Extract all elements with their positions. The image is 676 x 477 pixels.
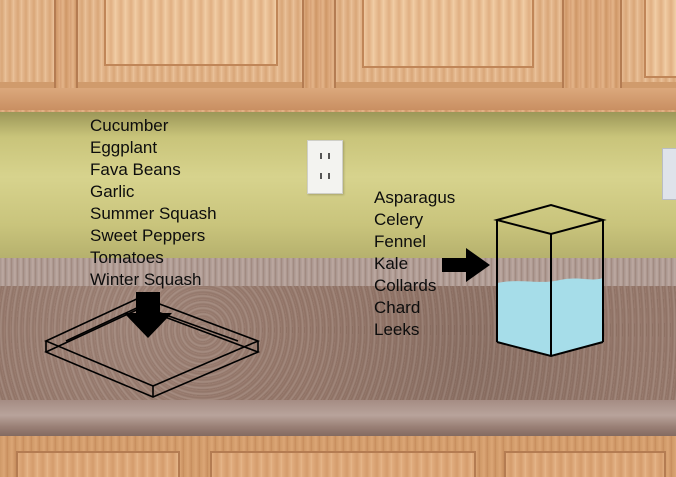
upper-cabinets [0, 0, 676, 112]
vegetable-label: Eggplant [90, 138, 158, 157]
cabinet-door [76, 0, 304, 92]
door-panel [362, 0, 534, 68]
tray-vegetable-list: Cucumber Eggplant Fava Beans Garlic Summ… [90, 115, 217, 291]
vegetable-label: Chard [374, 298, 421, 317]
lower-cabinet-door [504, 451, 666, 477]
vegetable-label: Kale [374, 254, 409, 273]
door-panel [104, 0, 278, 66]
cabinet-rail [0, 88, 676, 110]
vegetable-label: Tomatoes [90, 248, 164, 267]
vegetable-label: Sweet Peppers [90, 226, 206, 245]
lower-cabinet-door [210, 451, 476, 477]
vegetable-label: Garlic [90, 182, 135, 201]
vegetable-label: Fava Beans [90, 160, 181, 179]
vegetable-label: Cucumber [90, 116, 169, 135]
vegetable-label: Leeks [374, 320, 420, 339]
door-panel [644, 0, 676, 78]
arrow-down-icon [124, 292, 172, 338]
socket-icon [318, 151, 332, 163]
container-icon [493, 203, 607, 358]
wall-outlet-icon [307, 140, 343, 194]
vegetable-label: Fennel [374, 232, 426, 251]
lower-cabinet-door [16, 451, 180, 477]
socket-icon [318, 171, 332, 183]
vegetable-label: Celery [374, 210, 424, 229]
cabinet-door [0, 0, 56, 92]
vegetable-label: Summer Squash [90, 204, 217, 223]
light-switch-plate [662, 148, 676, 200]
countertop-edge [0, 400, 676, 438]
vegetable-label: Collards [374, 276, 437, 295]
cabinet-door [334, 0, 564, 92]
vegetable-label: Asparagus [374, 188, 456, 207]
vegetable-label: Winter Squash [90, 270, 202, 289]
arrow-right-icon [442, 248, 490, 282]
water-vegetable-list: Asparagus Celery Fennel Kale Collards Ch… [374, 187, 455, 341]
